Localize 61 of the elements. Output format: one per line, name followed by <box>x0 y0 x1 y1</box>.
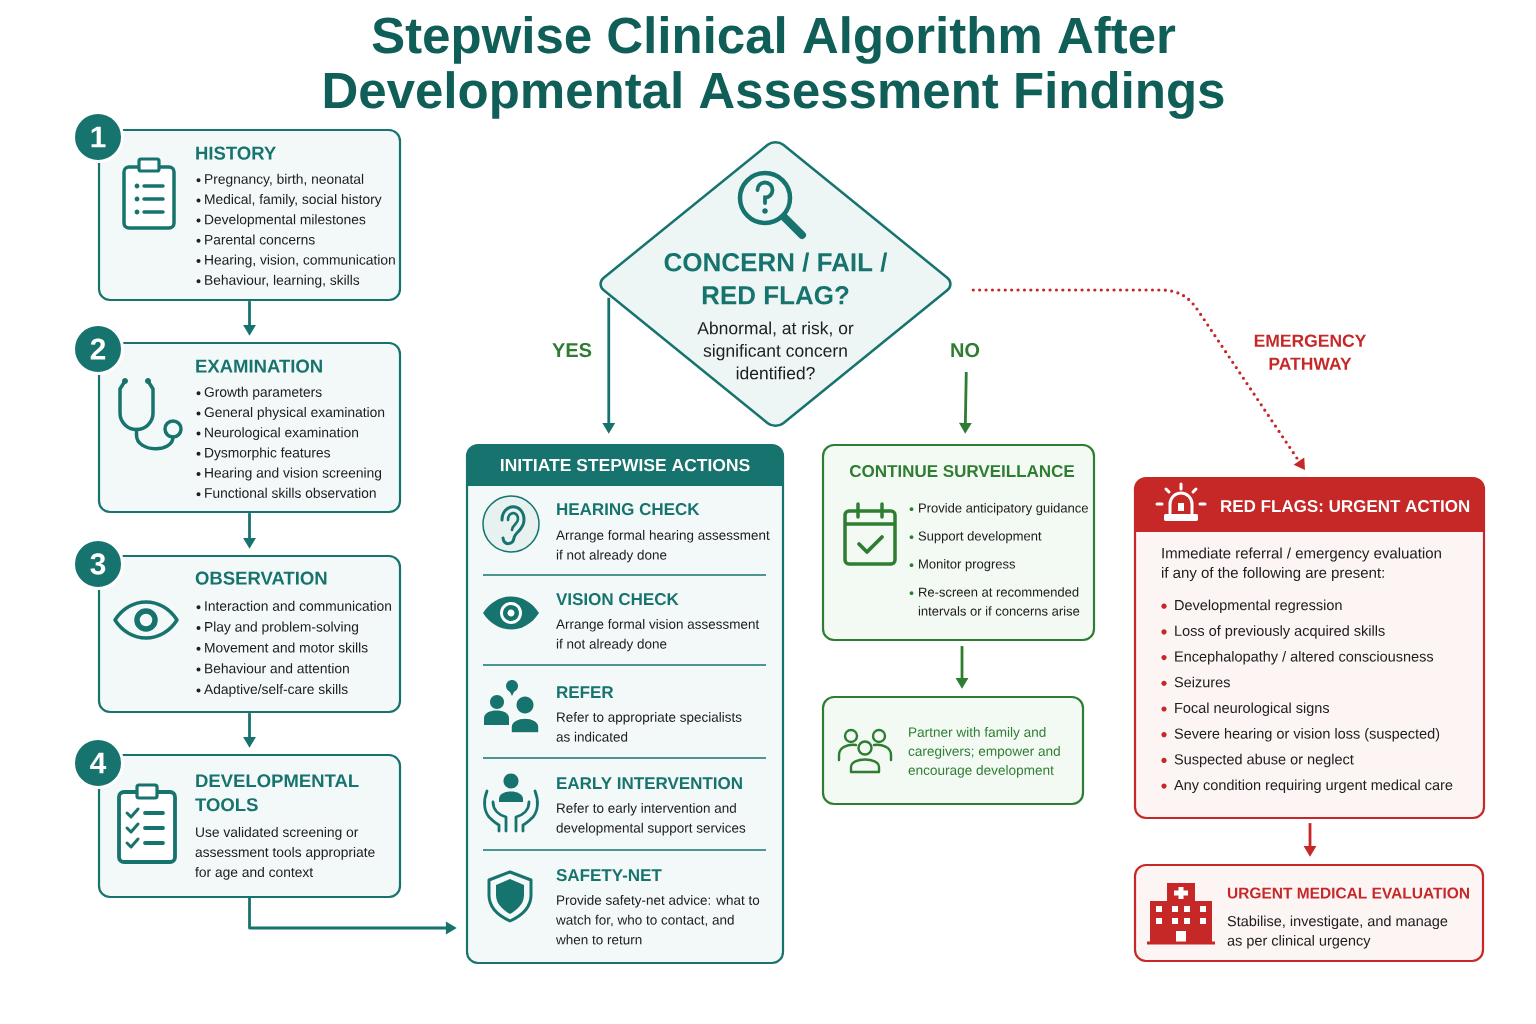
list-item: Play and problem-solving <box>205 621 359 635</box>
list-item: Severe hearing or vision loss (suspected) <box>1174 728 1440 742</box>
panel-header: RED FLAGS: URGENT ACTION <box>1135 478 1484 532</box>
title: Stepwise Clinical Algorithm After Developmental Assessment Findings <box>324 16 1224 119</box>
step-heading: DEVELOPMENTAL TOOLS <box>195 774 359 812</box>
list-item: Parental concerns <box>205 234 315 245</box>
box-text: Partner with family and caregivers; empower and encourage development <box>908 727 1060 778</box>
action-text: Refer to early intervention and developmental support services <box>556 803 746 836</box>
box-heading: CONTINUE SURVEILLANCE <box>850 465 1075 478</box>
list-item: Neurological examination <box>205 427 358 441</box>
list-item: Growth parameters <box>204 386 322 400</box>
step-text: Use validated screening or assessment tools appropriate for age and context <box>195 826 375 880</box>
action-heading: HEARING CHECK <box>557 503 700 516</box>
list-item: Provide anticipatory guidance <box>919 503 1088 516</box>
list-item: Pregnancy, birth, neonatal <box>205 173 364 187</box>
step-number: 1 <box>72 111 124 163</box>
list-item: Behaviour and attention <box>205 663 349 674</box>
list-item: Adaptive/self-care skills <box>204 684 348 697</box>
list-item: Dysmorphic features <box>205 447 330 461</box>
list-item: Hearing and vision screening <box>205 467 382 481</box>
list-item: Support development <box>918 531 1042 544</box>
step-number: 3 <box>72 538 124 590</box>
action-text: Refer to appropriate specialists as indicated <box>556 712 742 742</box>
decision-question: CONCERN / FAIL / RED FLAG? <box>664 252 888 305</box>
list-item: Seizures <box>1174 676 1230 688</box>
list-item: Developmental milestones <box>205 214 366 228</box>
list-item: Hearing, vision, communication <box>205 254 395 268</box>
action-heading: VISION CHECK <box>556 593 679 606</box>
list-item: Any condition requiring urgent medical care <box>1174 779 1453 793</box>
list-item: Functional skills observation <box>205 487 376 498</box>
step-heading: OBSERVATION <box>195 571 327 585</box>
step-heading: HISTORY <box>196 146 276 160</box>
list-item: Developmental regression <box>1175 599 1342 614</box>
intro-text: Immediate referral / emergency evaluation if any of the following are present: <box>1162 547 1441 581</box>
action-text: Provide safety-net advice: what to watch for, who to contact, and when to return <box>556 895 760 945</box>
box-heading: URGENT MEDICAL EVALUATION <box>1227 887 1469 899</box>
list-item: Focal neurological signs <box>1175 702 1330 716</box>
list-item: Re-screen at recommended intervals or if concerns arise <box>918 587 1080 616</box>
step-heading: EXAMINATION <box>196 359 322 373</box>
box-text: Stabilise, investigate, and manage as per clinical urgency <box>1227 915 1448 949</box>
action-text: Arrange formal hearing assessment if not already done <box>556 530 770 563</box>
list-item: Monitor progress <box>919 559 1016 572</box>
list-item: Interaction and communication <box>205 600 391 611</box>
list-item: Suspected abuse or neglect <box>1174 753 1354 768</box>
list-item: Medical, family, social history <box>205 194 382 207</box>
list-item: Encephalopathy / altered consciousness <box>1175 651 1434 665</box>
list-item: Movement and motor skills <box>205 642 368 653</box>
list-item: General physical examination <box>204 407 385 420</box>
action-heading: REFER <box>557 686 614 698</box>
action-text: Arrange formal vision assessment if not already done <box>556 619 760 652</box>
action-heading: EARLY INTERVENTION <box>557 777 742 790</box>
step-number: 4 <box>72 737 124 789</box>
list-item: Loss of previously acquired skills <box>1175 625 1385 639</box>
edge-label: NO <box>951 343 980 358</box>
edge-label: YES <box>552 343 592 358</box>
decision-text: Abnormal, at risk, or significant concern identified? <box>697 321 854 380</box>
list-item: Behaviour, learning, skills <box>205 274 360 288</box>
edge-label: EMERGENCY PATHWAY <box>1254 334 1367 370</box>
panel-header: INITIATE STEPWISE ACTIONS <box>467 445 783 486</box>
step-number: 2 <box>72 323 124 375</box>
action-heading: SAFETY-NET <box>556 869 662 882</box>
